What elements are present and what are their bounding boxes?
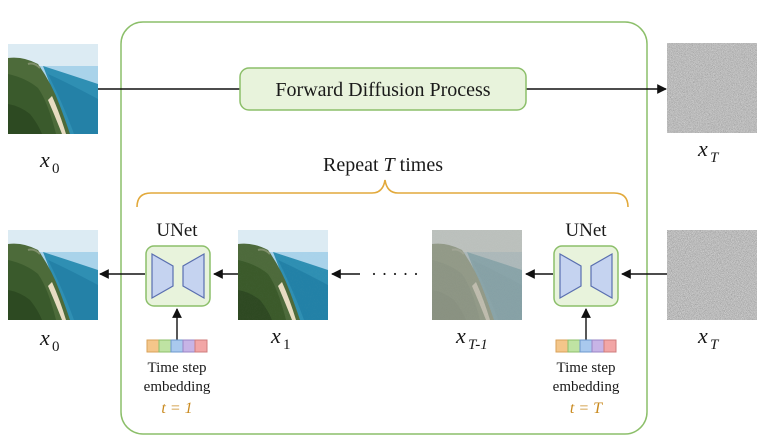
svg-text:T: T <box>710 337 720 353</box>
ellipsis-dots: · · · · · <box>371 264 419 284</box>
xTm1-label: x T-1 <box>455 323 488 353</box>
time-embedding-2-icon <box>555 339 617 353</box>
svg-text:x: x <box>697 136 708 161</box>
x0-clean-image-bottom <box>8 230 98 320</box>
tT-label: t = T <box>570 400 603 417</box>
svg-text:x: x <box>455 323 466 348</box>
xT-label-bottom: x T <box>697 323 720 353</box>
repeat-panel <box>120 21 648 435</box>
svg-text:T: T <box>710 150 720 166</box>
xT-noise-image-top <box>667 43 757 133</box>
xTm1-image <box>432 230 522 320</box>
svg-text:T-1: T-1 <box>468 337 488 353</box>
unet1-box <box>145 245 211 307</box>
unet2-title: UNet <box>565 220 607 241</box>
unet1-title: UNet <box>156 220 198 241</box>
unet2-icon <box>559 252 613 300</box>
repeat-brace <box>136 179 629 208</box>
svg-text:0: 0 <box>52 161 60 177</box>
unet2-box <box>553 245 619 307</box>
x1-label: x 1 <box>270 323 291 353</box>
x0-label-bottom: x 0 <box>39 325 60 355</box>
emb1-line2: embedding <box>144 379 211 395</box>
svg-text:1: 1 <box>283 337 291 353</box>
forward-diffusion-label: Forward Diffusion Process <box>275 79 490 101</box>
unet1-icon <box>151 252 205 300</box>
svg-text:x: x <box>697 323 708 348</box>
xT-noise-image-bottom <box>667 230 757 320</box>
xT-label-top: x T <box>697 136 720 166</box>
svg-text:x: x <box>39 147 50 172</box>
time-embedding-1-icon <box>146 339 208 353</box>
emb2-line1: Time step <box>556 360 615 376</box>
repeat-label: Repeat T times <box>323 154 443 176</box>
x0-clean-image-top <box>8 44 98 134</box>
emb1-line1: Time step <box>147 360 206 376</box>
emb2-line2: embedding <box>553 379 620 395</box>
t1-label: t = 1 <box>161 400 192 417</box>
svg-text:0: 0 <box>52 339 60 355</box>
x1-image <box>238 230 328 320</box>
forward-diffusion-box: Forward Diffusion Process <box>239 67 527 111</box>
svg-text:x: x <box>39 325 50 350</box>
x0-label-top: x 0 <box>39 147 60 177</box>
svg-text:x: x <box>270 323 281 348</box>
